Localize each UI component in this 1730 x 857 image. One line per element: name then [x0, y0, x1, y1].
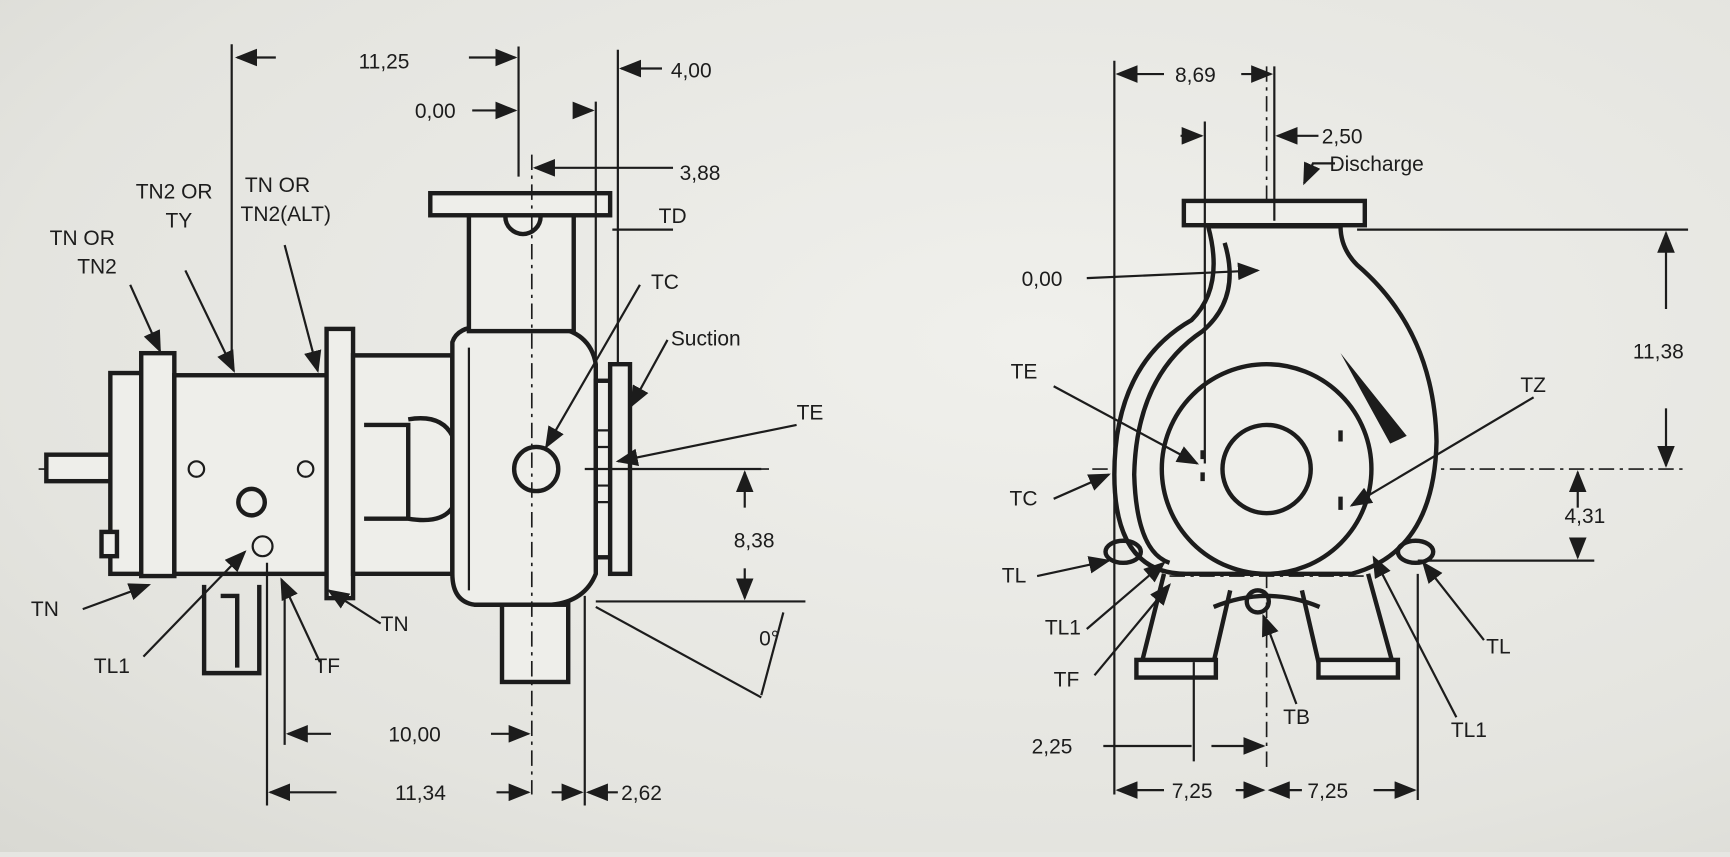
- label-tn-or-2: TN OR: [50, 227, 115, 250]
- dim-2-25: 2,25: [1032, 736, 1073, 759]
- label-tn2-or: TN2 OR: [136, 181, 213, 204]
- label-suction: Suction: [671, 327, 741, 350]
- dim-3-88: 3,88: [680, 162, 721, 185]
- label-tf: TF: [1054, 668, 1080, 691]
- suction-holes: [595, 429, 612, 504]
- side-view: 11,25 4,00 0,00 3,88 TN2 OR TY TN OR TN2…: [31, 44, 824, 806]
- dim-2-62: 2,62: [621, 782, 662, 805]
- volute-inner: [1132, 242, 1232, 565]
- discharge-flange: [428, 190, 613, 218]
- dim-10-00: 10,00: [388, 724, 440, 747]
- plug-tn: [187, 460, 206, 478]
- td-port: [503, 216, 543, 237]
- label-tb: TB: [1283, 706, 1310, 729]
- label-discharge: Discharge: [1329, 153, 1423, 176]
- dim-11-38: 11,38: [1633, 341, 1684, 364]
- label-tz: TZ: [1520, 374, 1546, 397]
- dim-0-00: 0,00: [415, 100, 456, 123]
- dim-8-38: 8,38: [734, 529, 775, 552]
- plug-tl1: [251, 535, 274, 558]
- label-tn2: TN2: [77, 256, 117, 279]
- support-foot: [201, 584, 262, 676]
- label-tn2-alt: TN2(ALT): [241, 203, 331, 226]
- cap-lug: [99, 529, 120, 559]
- label-tl1-right: TL1: [1451, 719, 1487, 742]
- suction-eye: [1220, 422, 1313, 516]
- plug-tn2: [296, 460, 315, 478]
- tc-port: [511, 444, 561, 494]
- adapter-flange: [324, 326, 356, 601]
- label-tc: TC: [1010, 487, 1038, 510]
- shaft: [44, 452, 115, 484]
- tb-port: [1244, 588, 1272, 615]
- side-dimension-lines: [82, 44, 806, 806]
- label-tl-left: TL: [1002, 565, 1026, 588]
- cover-ports: [1200, 430, 1343, 510]
- dim-7-25-left: 7,25: [1172, 780, 1213, 803]
- label-tn-left: TN: [31, 598, 59, 621]
- end-flange: [139, 350, 177, 579]
- label-tn-bottom: TN: [381, 613, 409, 636]
- label-tl1: TL1: [94, 655, 130, 678]
- label-te: TE: [1011, 361, 1038, 384]
- left-foot: [1134, 657, 1219, 680]
- right-foot: [1316, 657, 1401, 680]
- dim-0-00: 0,00: [1022, 268, 1063, 291]
- casing: [450, 324, 598, 607]
- label-tl-right: TL: [1486, 635, 1510, 658]
- bearing-housing: [172, 373, 331, 577]
- label-ty: TY: [165, 209, 192, 232]
- dim-4-00: 4,00: [671, 59, 712, 82]
- dim-11-25: 11,25: [359, 51, 410, 74]
- dim-0-deg: 0°: [759, 628, 779, 651]
- casing-cover: [1159, 362, 1374, 577]
- rotation-arrow-icon: [1340, 353, 1407, 444]
- label-tc: TC: [651, 271, 679, 294]
- label-te: TE: [797, 401, 824, 424]
- label-tl1-left: TL1: [1045, 617, 1081, 640]
- drain-boss: [499, 602, 571, 685]
- sight-glass: [236, 486, 268, 518]
- front-dimension-lines: [1036, 60, 1689, 801]
- dim-7-25-right: 7,25: [1307, 780, 1348, 803]
- tl-port-left: [1103, 538, 1144, 566]
- frame-adapter: [350, 353, 455, 577]
- label-tn-or: TN OR: [245, 174, 310, 197]
- tl-port-right: [1395, 538, 1436, 566]
- label-td: TD: [659, 205, 687, 228]
- dim-8-69: 8,69: [1175, 64, 1216, 87]
- front-view: 8,69 2,50 Discharge 0,00 TE 11,38 TZ TC …: [1002, 60, 1689, 803]
- dim-11-34: 11,34: [395, 782, 446, 805]
- label-tf: TF: [314, 655, 340, 678]
- dim-4-31: 4,31: [1565, 505, 1606, 528]
- dim-2-50: 2,50: [1322, 126, 1363, 149]
